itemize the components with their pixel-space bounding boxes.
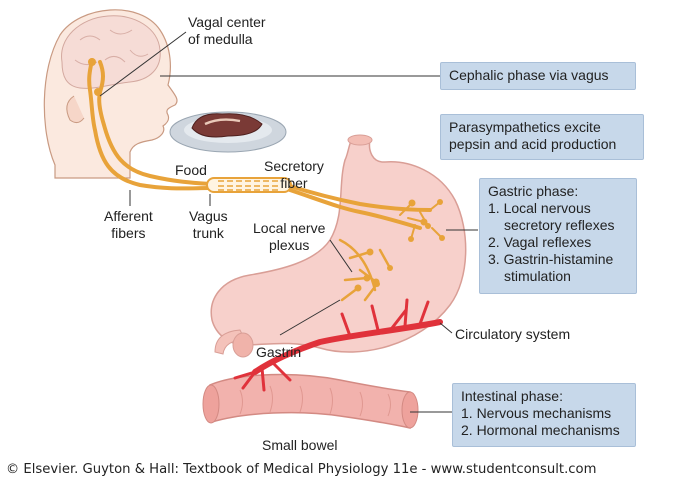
bowel-end-right <box>402 392 418 428</box>
gastrin-label: Gastrin <box>256 344 301 361</box>
food-label: Food <box>175 162 207 179</box>
circulatory-system-label: Circulatory system <box>455 326 570 343</box>
gastric-phase-box: Gastric phase: 1. Local nervous secretor… <box>479 178 637 294</box>
small-bowel-label: Small bowel <box>262 437 337 454</box>
small-bowel <box>210 375 410 428</box>
bowel-end-left <box>203 385 219 423</box>
esophagus-opening <box>348 135 372 145</box>
intestinal-phase-box: Intestinal phase: 1. Nervous mechanisms … <box>452 383 636 447</box>
cephalic-phase-box: Cephalic phase via vagus <box>440 62 636 90</box>
stomach <box>211 138 465 352</box>
pylorus-opening <box>233 333 253 357</box>
copyright-caption: © Elsevier. Guyton & Hall: Textbook of M… <box>6 462 596 477</box>
